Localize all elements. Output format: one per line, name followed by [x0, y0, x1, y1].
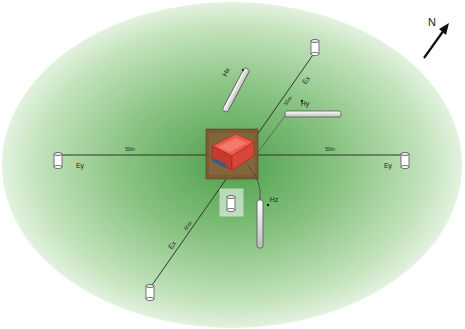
- ground-patch: [206, 129, 258, 179]
- north-arrow: [424, 23, 449, 58]
- dimension: 50m: [183, 221, 193, 232]
- dimension: 50m: [283, 96, 293, 107]
- direction-dot: [242, 69, 244, 71]
- hy-coil: [285, 111, 341, 117]
- reference-highlight: [220, 189, 243, 216]
- signal-name: Ex: [301, 75, 311, 86]
- sensor-name: Hy: [301, 100, 310, 107]
- reference-electrode: [227, 195, 235, 211]
- sensor-cable: [248, 166, 260, 200]
- signal-name: Ey: [384, 162, 392, 169]
- hz-coil: [257, 200, 263, 248]
- sensor-name: Hx: [221, 67, 231, 78]
- sensor-name: Hz: [270, 196, 279, 203]
- electrode: [401, 152, 409, 168]
- ex-dipole: [150, 52, 315, 288]
- dimension: 50m: [125, 147, 135, 152]
- electrode: [311, 39, 319, 55]
- ground-texture: [209, 133, 255, 175]
- electrode: [54, 152, 62, 168]
- electrode: [146, 284, 154, 300]
- recorder-unit: [212, 134, 254, 170]
- direction-dot: [267, 204, 269, 206]
- signal-name: Ey: [76, 162, 84, 169]
- north-label: N: [428, 17, 436, 28]
- dimension: 50m: [325, 147, 335, 152]
- signal-name: Ex: [167, 240, 177, 251]
- sensor-cable: [258, 116, 285, 152]
